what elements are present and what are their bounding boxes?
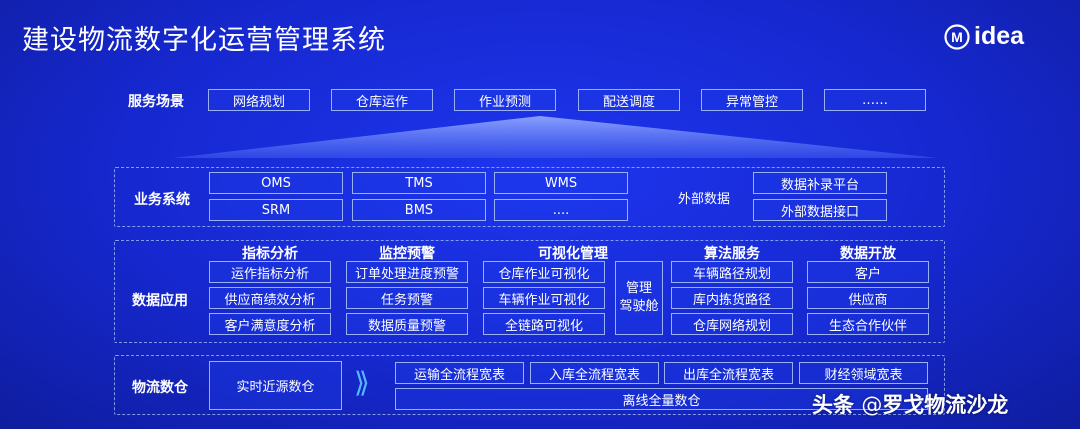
page-title: 建设物流数字化运营管理系统 — [22, 25, 386, 56]
service-scenarios-label: 服务场景 — [128, 94, 184, 110]
logo-mark-letter: M — [951, 29, 963, 45]
watermark: 头条 @罗戈物流沙龙 — [812, 389, 1008, 419]
system-wms: WMS — [494, 172, 628, 194]
watermark-at: @ — [861, 393, 883, 417]
monitoring-item: 订单处理进度预警 — [346, 261, 468, 283]
wide-table-transport: 运输全流程宽表 — [395, 362, 524, 384]
monitoring-item: 任务预警 — [346, 287, 468, 309]
indicator-item: 运作指标分析 — [209, 261, 331, 283]
visualization-item: 全链路可视化 — [483, 313, 605, 335]
midea-logo: M idea — [944, 22, 1024, 51]
logistics-warehouse-panel — [114, 355, 945, 415]
data-open-heading: 数据开放 — [840, 246, 896, 262]
data-applications-panel — [114, 240, 945, 343]
algorithm-service-heading: 算法服务 — [704, 246, 760, 262]
system-srm: SRM — [209, 199, 343, 221]
data-open-item: 生态合作伙伴 — [807, 313, 929, 335]
scenario-exception-control: 异常管控 — [701, 89, 803, 111]
visualization-item: 仓库作业可视化 — [483, 261, 605, 283]
data-applications-label: 数据应用 — [132, 293, 188, 309]
wide-table-inbound: 入库全流程宽表 — [530, 362, 659, 384]
watermark-prefix: 头条 — [812, 393, 854, 417]
double-chevron-right-icon: ⟩⟩ — [354, 366, 370, 399]
logo-text: idea — [974, 22, 1025, 50]
indicator-item: 供应商绩效分析 — [209, 287, 331, 309]
algorithm-item: 库内拣货路径 — [671, 287, 793, 309]
scenario-network-planning: 网络规划 — [208, 89, 310, 111]
scenario-more: …… — [824, 89, 926, 111]
data-open-item: 供应商 — [807, 287, 929, 309]
visualization-heading: 可视化管理 — [538, 246, 608, 262]
visualization-item: 车辆作业可视化 — [483, 287, 605, 309]
business-systems-panel — [114, 167, 945, 227]
data-open-item: 客户 — [807, 261, 929, 283]
external-data-entry-platform: 数据补录平台 — [753, 172, 887, 194]
realtime-warehouse: 实时近源数仓 — [209, 361, 342, 410]
scenario-operation-forecast: 作业预测 — [454, 89, 556, 111]
watermark-name: 罗戈物流沙龙 — [882, 393, 1009, 417]
wide-table-outbound: 出库全流程宽表 — [664, 362, 793, 384]
monitoring-item: 数据质量预警 — [346, 313, 468, 335]
indicator-item: 客户满意度分析 — [209, 313, 331, 335]
wide-table-finance: 财经领域宽表 — [799, 362, 928, 384]
algorithm-item: 车辆路径规划 — [671, 261, 793, 283]
logistics-warehouse-label: 物流数仓 — [132, 380, 188, 396]
indicator-analysis-heading: 指标分析 — [242, 246, 298, 262]
system-more: .... — [494, 199, 628, 221]
logo-mark-icon: M — [944, 23, 970, 50]
cockpit-line2: 驾驶舱 — [619, 299, 659, 314]
management-cockpit: 管理 驾驶舱 — [615, 261, 663, 335]
system-bms: BMS — [352, 199, 486, 221]
funnel-triangle — [173, 116, 938, 158]
algorithm-item: 仓库网络规划 — [671, 313, 793, 335]
system-oms: OMS — [209, 172, 343, 194]
business-systems-label: 业务系统 — [134, 192, 190, 208]
cockpit-line1: 管理 — [625, 281, 652, 296]
offline-full-warehouse: 离线全量数仓 — [395, 388, 928, 410]
monitoring-alert-heading: 监控预警 — [379, 246, 435, 262]
scenario-dispatch: 配送调度 — [578, 89, 680, 111]
scenario-warehouse-operation: 仓库运作 — [331, 89, 433, 111]
system-tms: TMS — [352, 172, 486, 194]
external-data-interface: 外部数据接口 — [753, 199, 887, 221]
external-data-label: 外部数据 — [677, 192, 730, 207]
